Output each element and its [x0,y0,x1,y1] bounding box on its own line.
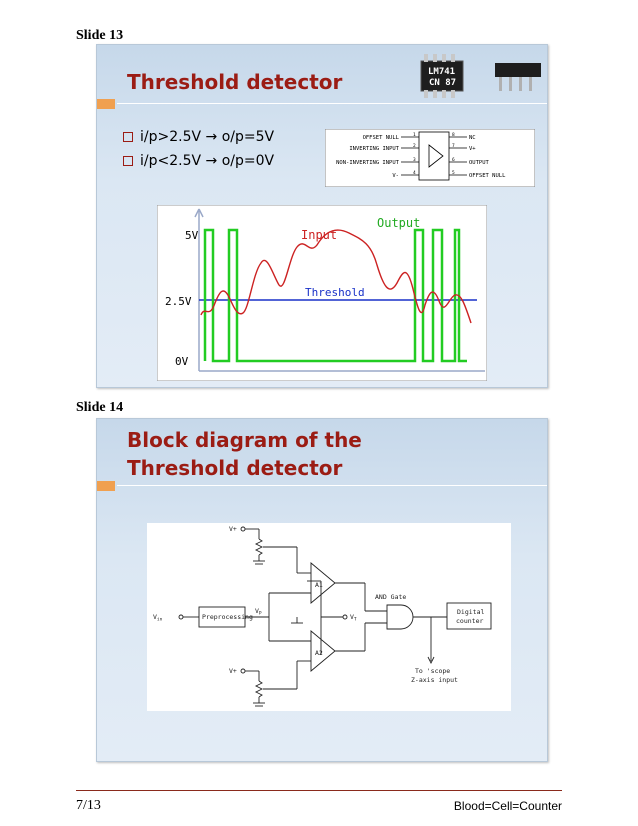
pin-2: 2 [413,143,416,149]
threshold-label: Threshold [305,286,365,299]
pin-1: 1 [413,132,416,138]
bullet-1-text: i/p>2.5V → o/p=5V [140,129,275,145]
slide-14-label: Slide 14 [76,400,124,415]
digital-label: Digital [457,608,484,616]
slide-13-label: Slide 13 [76,28,124,43]
vplus-bottom-label: V+ [229,667,237,675]
scope-label-1: To 'scope [415,667,450,675]
slide-divider [117,485,547,486]
chip-label-2: CN 87 [429,78,456,88]
vin-label: Vin [153,613,163,623]
label-0v: 0V [175,355,189,368]
scope-label-2: Z-axis input [411,676,458,684]
and-gate-label: AND Gate [375,593,406,601]
slide-14: Block diagram of the Threshold detector [96,418,548,762]
pinout-diagram: OFFSET NULL INVERTING INPUT NON-INVERTIN… [325,129,535,187]
vt-label: VT [350,613,357,623]
label-5v: 5V [185,229,199,242]
slide-14-title-line-1: Block diagram of the [127,428,362,452]
footer-title: Blood=Cell=Counter [453,799,562,813]
chip-label-1: LM741 [428,67,455,77]
footer-rule [76,790,562,791]
pin-5: 5 [452,170,455,176]
slide-13-title: Threshold detector [127,70,343,94]
input-label: Input [301,228,337,242]
pin-3: 3 [413,157,416,163]
threshold-graph: 5V 2.5V 0V Input Output Threshold [157,205,487,381]
pin-8: 8 [452,132,455,138]
pin-label-vminus: V- [392,173,399,179]
pin-label-vplus: V+ [469,146,476,152]
bullet-box-icon [123,156,133,166]
pin-6: 6 [452,157,455,163]
graph-axes [194,208,485,372]
pin-label-offset-null-2: OFFSET NULL [469,173,506,179]
input-signal [200,229,472,324]
pin-7: 7 [452,143,455,149]
label-2-5v: 2.5V [165,295,192,308]
bullet-1: i/p>2.5V → o/p=5V [123,129,274,145]
slide-accent-bar [97,481,115,491]
a1-label: A1 [315,581,323,589]
counter-label: counter [456,617,483,625]
bullet-2-text: i/p<2.5V → o/p=0V [140,153,275,169]
chip-side-view [495,63,541,91]
block-diagram: V+ V+ Vin Preprocessing VP A1 A2 VT AND … [147,523,511,711]
output-signal [203,228,467,363]
output-label: Output [377,216,420,230]
pin-label-inverting: INVERTING INPUT [349,146,399,152]
pin-4: 4 [413,170,416,176]
footer-page-number: 7/13 [76,798,101,813]
pin-label-output: OUTPUT [469,160,490,166]
lm741-chip-image: LM741 CN 87 [420,54,541,98]
pin-label-noninverting: NON-INVERTING INPUT [336,160,400,166]
vp-label: VP [255,607,262,617]
preprocessing-label: Preprocessing [202,613,253,621]
slide-14-title-line-2: Threshold detector [127,456,343,480]
bullet-box-icon [123,132,133,142]
chip-top-view: LM741 CN 87 [420,54,464,98]
pin-label-offset-null: OFFSET NULL [363,135,400,141]
vplus-top-label: V+ [229,525,237,533]
slide-13: Threshold detector LM741 CN 87 i/p>2.5V … [96,44,548,388]
pin-label-nc: NC [469,135,476,141]
slide-accent-bar [97,99,115,109]
slide-divider [117,103,547,104]
bullet-2: i/p<2.5V → o/p=0V [123,153,274,169]
a2-label: A2 [315,649,323,657]
